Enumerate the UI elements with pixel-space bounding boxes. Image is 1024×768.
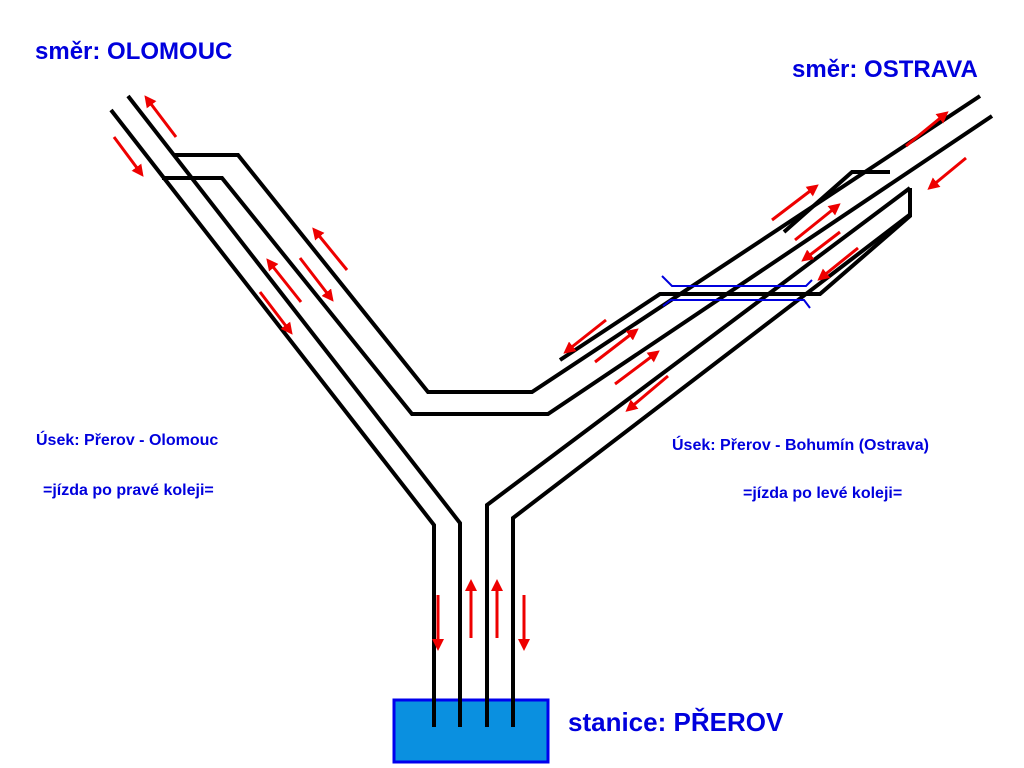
- section-ostrava-label: Úsek: Přerov - Bohumín (Ostrava): [672, 437, 929, 454]
- arrow-icon: [817, 246, 859, 281]
- rule-olomouc-label: =jízda po pravé koleji=: [43, 482, 214, 499]
- bridge: [661, 275, 813, 309]
- arrow-icon: [312, 227, 349, 271]
- arrow-icon: [801, 230, 841, 262]
- arrow-icon: [563, 318, 607, 354]
- arrow-icon: [614, 350, 660, 386]
- track-olomouc-1: [109, 108, 436, 725]
- station-tracks: [432, 700, 515, 727]
- track-olomouc-2: [126, 94, 462, 725]
- station-label: stanice: PŘEROV: [568, 707, 784, 737]
- track-loop-lower: [162, 114, 994, 416]
- direction-ostrava-label: směr: OSTRAVA: [792, 56, 978, 83]
- track-connector-lower: [558, 188, 912, 362]
- arrow-icon: [594, 328, 639, 364]
- arrow-icon: [298, 257, 334, 302]
- arrow-icon: [266, 258, 303, 303]
- bridge-upper: [661, 275, 813, 287]
- arrow-icon: [794, 203, 841, 242]
- arrow-icon: [144, 95, 178, 138]
- arrow-icon: [258, 291, 293, 335]
- station-box: [392, 698, 550, 764]
- track-connector-upper: [782, 170, 890, 234]
- arrows: [112, 95, 967, 651]
- arrow-icon: [927, 156, 967, 190]
- tracks: [109, 94, 994, 725]
- arrow-icon: [905, 111, 949, 148]
- arrow-icon: [625, 374, 669, 412]
- arrow-icon: [771, 184, 819, 222]
- section-olomouc-label: Úsek: Přerov - Olomouc: [36, 432, 219, 449]
- rule-ostrava-label: =jízda po levé koleji=: [743, 485, 903, 502]
- direction-olomouc-label: směr: OLOMOUC: [35, 38, 233, 65]
- bridge-lower: [662, 299, 811, 309]
- arrow-icon: [112, 136, 144, 177]
